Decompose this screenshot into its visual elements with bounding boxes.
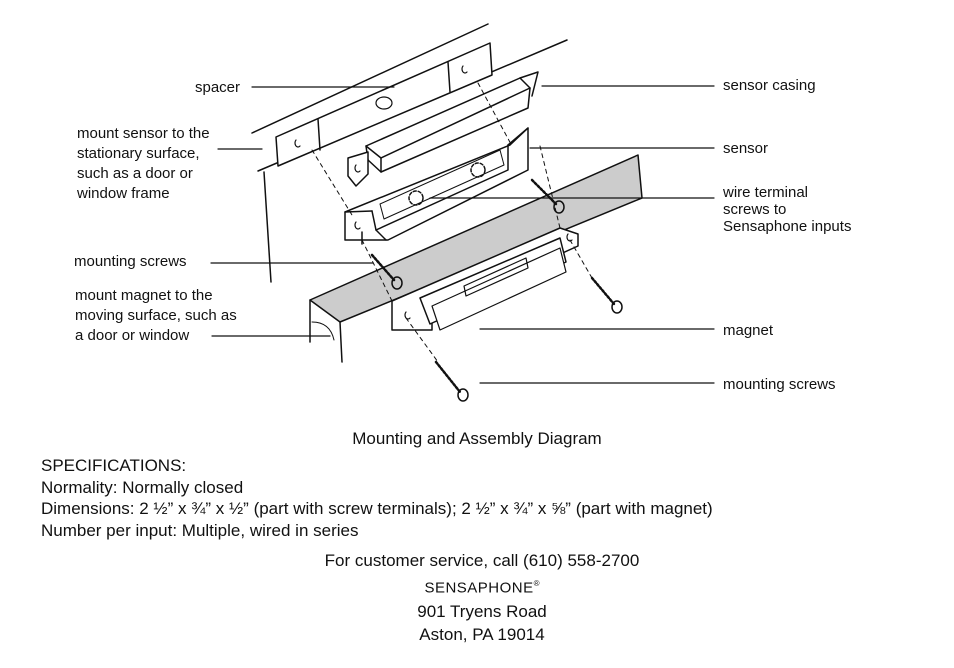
specifications: SPECIFICATIONS: Normality: Normally clos…	[41, 455, 713, 541]
contact-block: For customer service, call (610) 558-270…	[0, 549, 954, 646]
label-mount-magnet: mount magnet to the moving surface, such…	[75, 287, 241, 344]
sensor-casing	[347, 71, 539, 187]
label-mount-sensor-line: window frame	[76, 185, 170, 202]
label-sensor: sensor	[723, 140, 768, 157]
mounting-screw-1	[530, 178, 565, 214]
company-name: SENSAPHONE®	[0, 572, 954, 600]
label-mounting-screws-left: mounting screws	[74, 253, 187, 270]
specs-number-per-input: Number per input: Multiple, wired in ser…	[41, 520, 359, 540]
alignment-lines	[311, 82, 593, 363]
diagram-caption: Mounting and Assembly Diagram	[352, 429, 602, 448]
mounting-screw-3	[590, 276, 623, 314]
assembly-diagram: spacer sensor casing mount sensor to the…	[74, 23, 851, 402]
label-mount-sensor-line: stationary surface,	[77, 145, 200, 162]
spacer-plate	[275, 42, 493, 167]
leader-lines	[210, 85, 715, 384]
mounting-screw-2	[370, 253, 403, 290]
label-magnet: magnet	[723, 322, 774, 339]
magnet-body	[391, 227, 579, 331]
label-wire-terminal-line: screws to	[723, 201, 786, 218]
label-mount-sensor: mount sensor to the stationary surface, …	[76, 125, 214, 202]
registered-mark: ®	[533, 579, 540, 588]
company-name-text: SENSAPHONE	[424, 579, 534, 597]
mounting-screw-4	[434, 360, 469, 402]
label-spacer: spacer	[195, 79, 240, 96]
label-mounting-screws-right: mounting screws	[723, 376, 836, 393]
label-wire-terminal-line: Sensaphone inputs	[723, 218, 851, 235]
label-mount-magnet-line: a door or window	[75, 327, 189, 344]
street-address: 901 Tryens Road	[417, 601, 547, 621]
label-sensor-casing: sensor casing	[723, 77, 816, 94]
city-address: Aston, PA 19014	[419, 624, 545, 644]
specs-normality: Normality: Normally closed	[41, 477, 244, 497]
label-wire-terminal: wire terminal screws to Sensaphone input…	[722, 184, 851, 235]
label-mount-sensor-line: such as a door or	[77, 165, 193, 182]
specs-dimensions: Dimensions: 2 ½” x ¾” x ½” (part with sc…	[41, 499, 713, 518]
label-mount-sensor-line: mount sensor to the	[77, 125, 210, 142]
label-mount-magnet-line: mount magnet to the	[75, 287, 213, 304]
label-wire-terminal-line: wire terminal	[722, 184, 808, 201]
specs-heading: SPECIFICATIONS:	[41, 456, 187, 475]
customer-service-line: For customer service, call (610) 558-270…	[324, 551, 640, 570]
label-mount-magnet-line: moving surface, such as	[75, 307, 237, 324]
